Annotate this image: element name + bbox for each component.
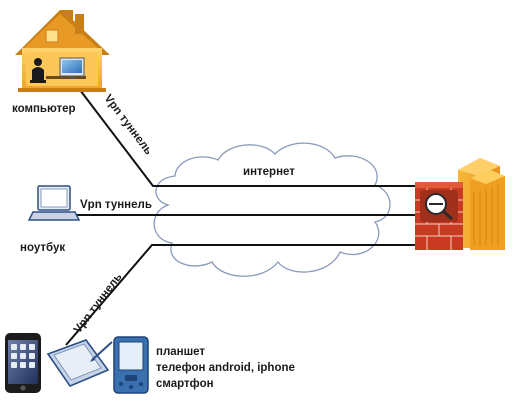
mobile-label-line3: смартфон (156, 378, 214, 390)
laptop-label: ноутбук (20, 242, 65, 254)
internet-label: интернет (243, 166, 295, 178)
cloud-icon (153, 142, 391, 277)
tunnel-label-top: Vpn туннель (102, 93, 155, 158)
computer-label: компьютер (12, 103, 76, 115)
office-buildings-icon (458, 158, 505, 250)
mobile-label-line1: планшет (156, 346, 205, 358)
pda-icon (113, 336, 149, 394)
laptop-icon (27, 185, 81, 221)
tunnel-line-bottom (65, 244, 415, 346)
connection-lines (65, 89, 415, 346)
smartphone-icon (5, 333, 41, 393)
house-with-computer-icon (15, 10, 110, 92)
tunnel-line-top (79, 89, 415, 187)
tunnel-label-middle: Vpn туннель (80, 199, 152, 211)
tunnel-label-bottom: Vpn туннель (72, 271, 125, 336)
tablet-icon (46, 339, 113, 387)
mobile-label-line2: телефон android, iphone (156, 362, 295, 374)
firewall-icon (415, 182, 463, 250)
